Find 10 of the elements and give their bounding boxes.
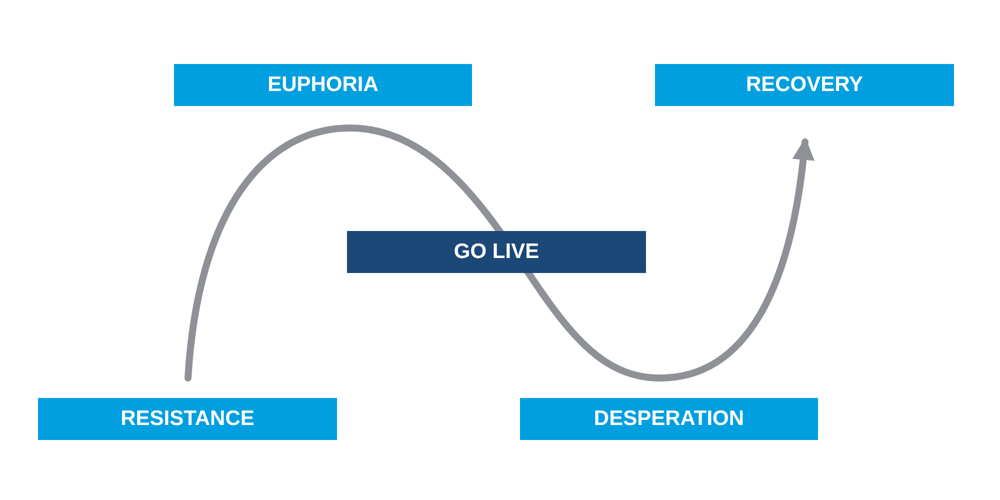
phase-label: RESISTANCE [120, 407, 254, 431]
phase-box [38, 398, 337, 440]
phase-box [347, 231, 646, 273]
phase-label: EUPHORIA [268, 73, 378, 97]
phase-label: GO LIVE [454, 240, 540, 264]
phase-box [174, 64, 472, 106]
phase-box [520, 398, 818, 440]
phase-label: DESPERATION [594, 407, 744, 431]
phase-label: RECOVERY [746, 73, 864, 97]
phase-box [655, 64, 954, 106]
